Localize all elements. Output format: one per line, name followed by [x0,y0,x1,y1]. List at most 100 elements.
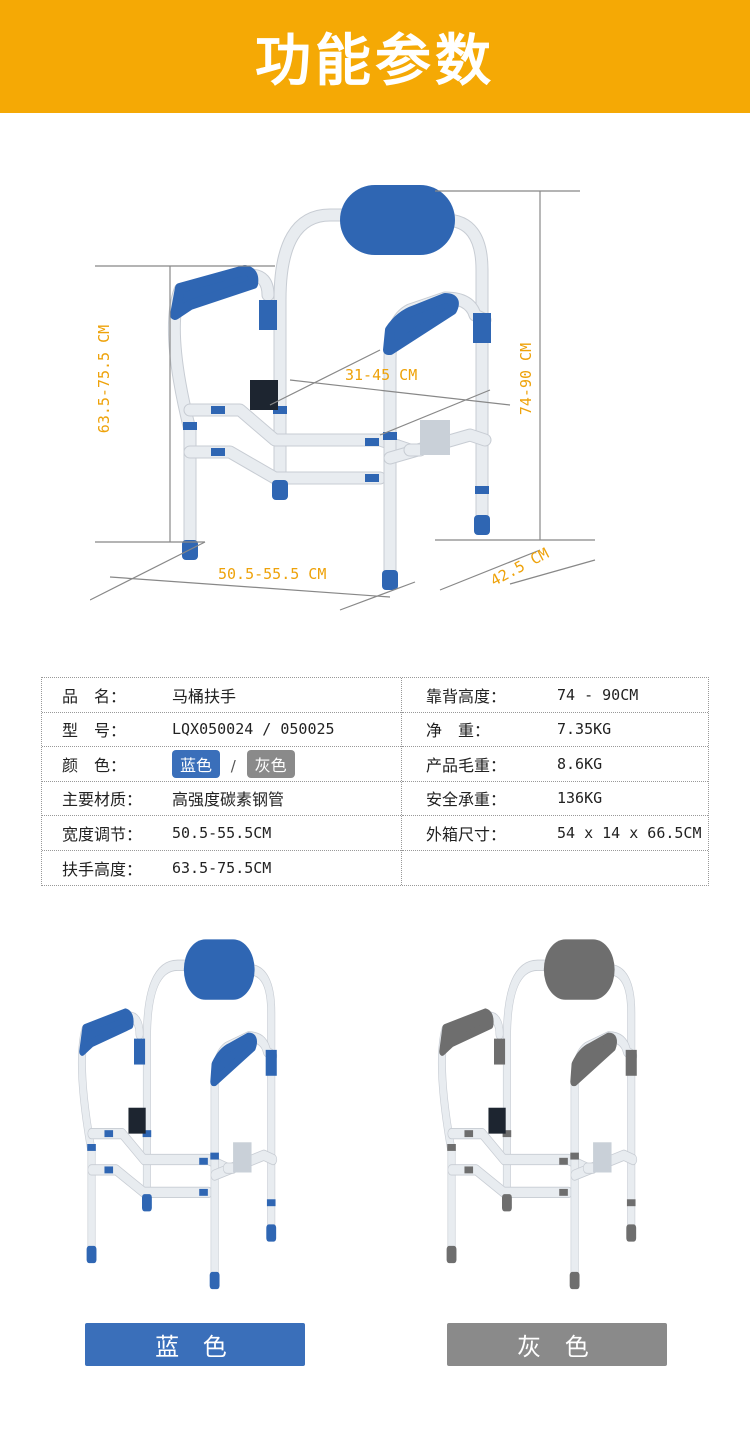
spec-value: 63.5-75.5CM [172,858,272,877]
foot-cap [209,1271,220,1290]
mount-bracket [265,1049,277,1076]
spec-row-model: 型 号： LQX050024 / 050025 [42,713,401,747]
spec-row-empty [402,851,708,886]
foot-cap [502,1194,512,1212]
tube-ring [104,1130,114,1138]
right-side-clamp [593,1142,612,1173]
spec-row-back-height: 靠背高度：74 - 90CM [402,678,708,713]
spec-value: 高强度碳素钢管 [172,790,285,810]
variant-blue-button[interactable]: 蓝 色 [85,1323,305,1366]
spec-value: 50.5-55.5CM [172,823,272,842]
mount-bracket [134,1038,146,1065]
right-side-clamp [420,420,450,455]
tube-ring [87,1144,96,1151]
tube-ring [447,1144,456,1151]
spec-row-box-size: 外箱尺寸：54 x 14 x 66.5CM [402,816,708,851]
tube-ring [273,406,287,414]
dimension-line [289,379,511,406]
spec-label: 型 号： [62,721,127,741]
back-height-label: 74-90 CM [517,342,536,416]
spec-value: LQX050024 / 050025 [172,720,335,739]
spec-value: 7.35KG [557,720,612,739]
spec-row-material: 主要材质： 高强度碳素钢管 [42,782,401,816]
frame-tube-edge [142,959,204,1209]
left-armrest-pad [170,265,259,320]
tube-ring [210,1152,219,1160]
foot-cap [474,515,490,535]
spec-label: 主要材质： [62,790,143,810]
frame-tube [503,960,563,1208]
left-armrest-pad [439,1008,494,1056]
frame-tube [184,446,386,484]
tube-ring [199,1157,208,1165]
dimension-line [109,576,391,598]
foot-cap [626,1224,637,1242]
spec-value: 马桶扶手 [172,686,237,706]
spec-label: 外箱尺寸： [426,824,507,844]
tube-ring [266,1199,276,1207]
page-title: 功能参数 [255,29,495,94]
dimension-line [339,581,416,611]
spec-row-net-weight: 净 重： 7.35KG [402,713,708,747]
backrest-pad [340,185,455,255]
spec-row-width: 宽度调节： 50.5-55.5CM [42,816,401,851]
mount-bracket [473,313,491,343]
tube-ring [475,486,489,494]
tube-ring [365,438,379,446]
dimension-line [269,349,381,406]
spec-row-color: 颜 色： 蓝色 / 灰色 [42,747,401,782]
tube-ring [383,432,397,440]
frame-tube-edge [273,208,372,497]
frame-tube [88,1165,212,1198]
tube-ring [365,474,379,482]
width-label: 50.5-55.5 CM [218,565,327,583]
dimension-line [509,559,596,585]
spec-label: 净 重： [426,721,491,741]
right-armrest-pad [570,1032,617,1087]
tube-ring [142,1130,152,1138]
spec-value: 136KG [557,789,603,808]
spec-label: 靠背高度： [426,686,507,706]
tube-ring [211,448,225,456]
tube-ring [183,422,197,430]
foot-cap [142,1194,152,1212]
foot-cap [382,570,398,590]
color-chip-blue: 蓝色 [172,749,221,778]
tube-ring [211,406,225,414]
left-side-clamp [128,1107,146,1134]
variant-gray-button[interactable]: 灰 色 [447,1323,667,1366]
dimension-line [439,549,541,591]
color-chip-gray: 灰色 [246,749,295,778]
foot-cap [272,480,288,500]
mount-bracket [494,1038,506,1065]
spec-value: 8.6KG [557,754,603,773]
right-armrest-pad [383,293,459,355]
foot-cap [569,1271,580,1290]
foot-cap [266,1224,277,1242]
spec-label: 宽度调节： [62,824,143,844]
mount-bracket [625,1049,637,1076]
chair-illustration-dimensions [89,185,596,611]
backrest-pad [543,939,615,1000]
spec-row-load: 安全承重： 136KG [402,782,708,816]
chair-image-blue [30,935,350,1315]
frame-tube [448,1165,572,1198]
seat-width-label: 31-45 CM [345,366,418,384]
spec-row-armrest: 扶手高度： 63.5-75.5CM [42,851,401,886]
left-side-clamp [250,380,278,410]
dimension-line [89,541,206,601]
spec-label: 扶手高度： [62,859,143,879]
spec-label: 颜 色： [62,755,127,775]
color-separator: / [230,756,236,775]
foot-cap [86,1245,97,1264]
spec-label: 安全承重： [426,790,507,810]
tube-ring [104,1166,114,1174]
tube-ring [464,1130,474,1138]
frame-tube [143,960,203,1208]
spec-label: 产品毛重： [426,755,507,775]
foot-cap [446,1245,457,1264]
tube-ring [464,1166,474,1174]
tube-ring [502,1130,512,1138]
chair-image-gray [390,935,710,1315]
left-armrest-pad [79,1008,134,1056]
